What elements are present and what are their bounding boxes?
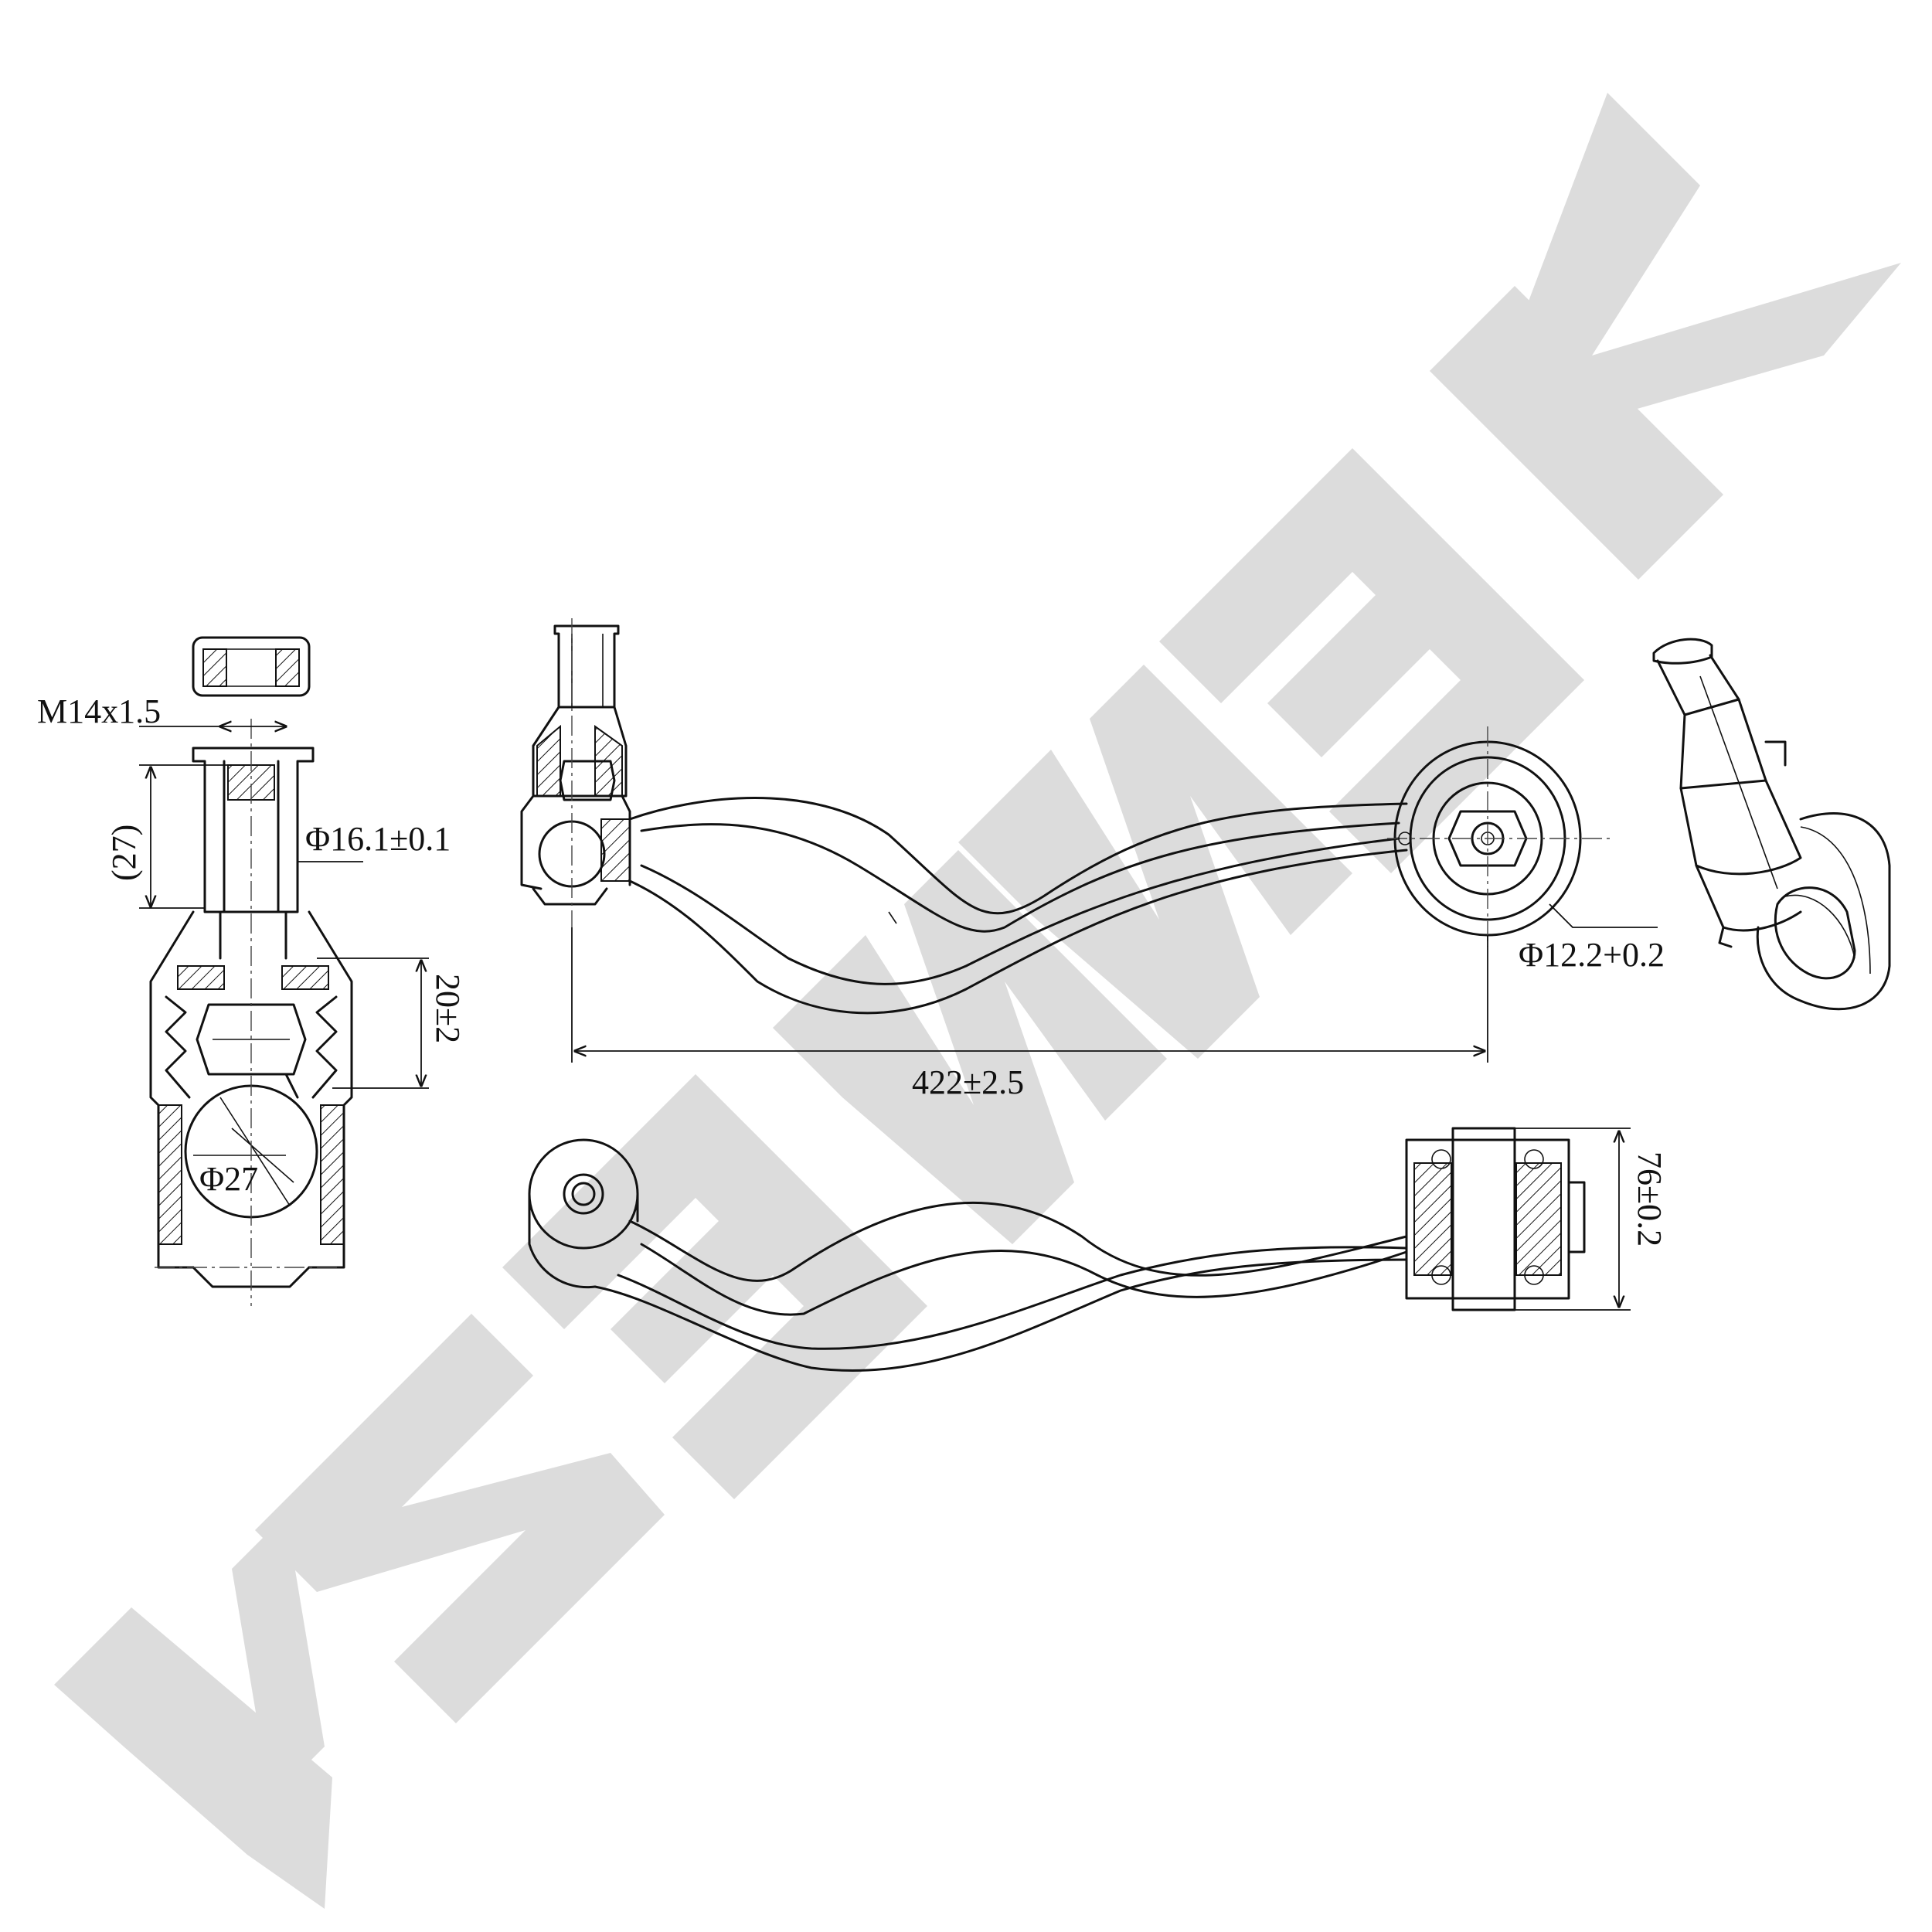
side-arm-body bbox=[594, 1201, 1408, 1372]
dust-boot bbox=[165, 995, 338, 1099]
ball-diameter-label: Φ27 bbox=[199, 1160, 258, 1198]
bushing-perspective-view bbox=[1652, 638, 1891, 1011]
castle-nut bbox=[192, 636, 311, 697]
control-arm-side-view: 76±0.2 bbox=[528, 1127, 1668, 1372]
arm-body bbox=[628, 797, 1408, 1015]
arm-length-label: 422±2.5 bbox=[912, 1063, 1024, 1101]
ball-joint-section-view: M14x1.5 (27) Φ16.1±0.1 20±2 Φ27 bbox=[37, 636, 467, 1306]
side-ball-joint bbox=[528, 1138, 639, 1289]
stud bbox=[192, 747, 315, 960]
side-bushing bbox=[1405, 1127, 1586, 1311]
housing bbox=[149, 910, 353, 1288]
arm-ball-joint bbox=[520, 618, 631, 927]
boot-height-label: 20±2 bbox=[429, 974, 467, 1043]
thread-dimension-label: M14x1.5 bbox=[37, 692, 161, 730]
bushing-bore-label: Φ12.2+0.2 bbox=[1519, 936, 1665, 974]
stud-length-label: (27) bbox=[105, 825, 143, 881]
bushing-width-label: 76±0.2 bbox=[1631, 1151, 1668, 1247]
watermark-logo bbox=[54, 93, 1901, 1909]
stud-diameter-label: Φ16.1±0.1 bbox=[305, 820, 451, 858]
control-arm-top-view: 422±2.5 Φ12.2+0.2 bbox=[520, 618, 1665, 1101]
